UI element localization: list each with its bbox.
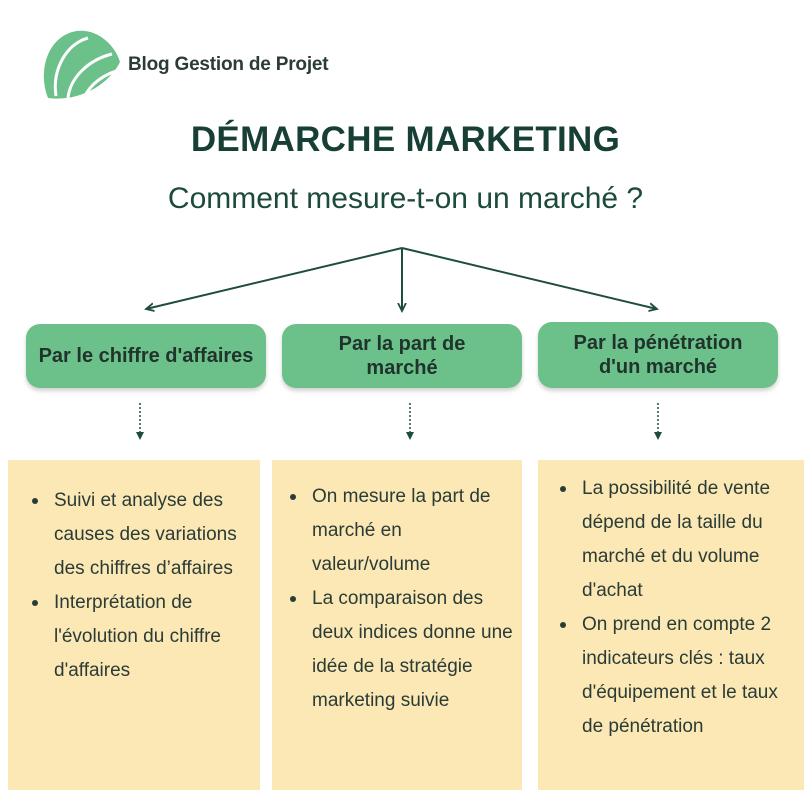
arrow-left xyxy=(146,247,403,309)
method-heading: Par la pénétration d'un marché xyxy=(573,332,743,378)
method-box-penetration: Par la pénétration d'un marché xyxy=(538,322,778,388)
list-item: La comparaison des deux indices donne un… xyxy=(288,582,516,718)
method-box-market-share: Par la part de marché xyxy=(282,324,522,388)
leaf-logo-icon xyxy=(43,30,121,99)
page-title: DÉMARCHE MARKETING xyxy=(190,120,621,159)
details-panel-market-share: On mesure la part de marché en valeur/vo… xyxy=(272,460,522,790)
details-panel-penetration: La possibilité de vente dépend de la tai… xyxy=(538,460,804,790)
brand-logo: Blog Gestion de Projet xyxy=(38,28,338,104)
method-heading: Par la part de marché xyxy=(338,333,466,379)
details-panel-revenue: Suivi et analyse des causes des variatio… xyxy=(8,460,260,790)
method-box-revenue: Par le chiffre d'affaires xyxy=(26,324,266,388)
page-subtitle: Comment mesure-t-on un marché ? xyxy=(167,182,644,215)
list-item: On mesure la part de marché en valeur/vo… xyxy=(288,480,516,582)
connector-arrows xyxy=(136,247,662,440)
list-item: Suivi et analyse des causes des variatio… xyxy=(30,484,252,586)
list-item: Interprétation de l'évolution du chiffre… xyxy=(30,586,252,688)
list-item: On prend en compte 2 indicateurs clés : … xyxy=(558,608,794,744)
method-heading: Par le chiffre d'affaires xyxy=(38,345,254,367)
brand-name: Blog Gestion de Projet xyxy=(128,54,329,75)
list-item: La possibilité de vente dépend de la tai… xyxy=(558,472,794,608)
arrow-right xyxy=(401,247,657,309)
